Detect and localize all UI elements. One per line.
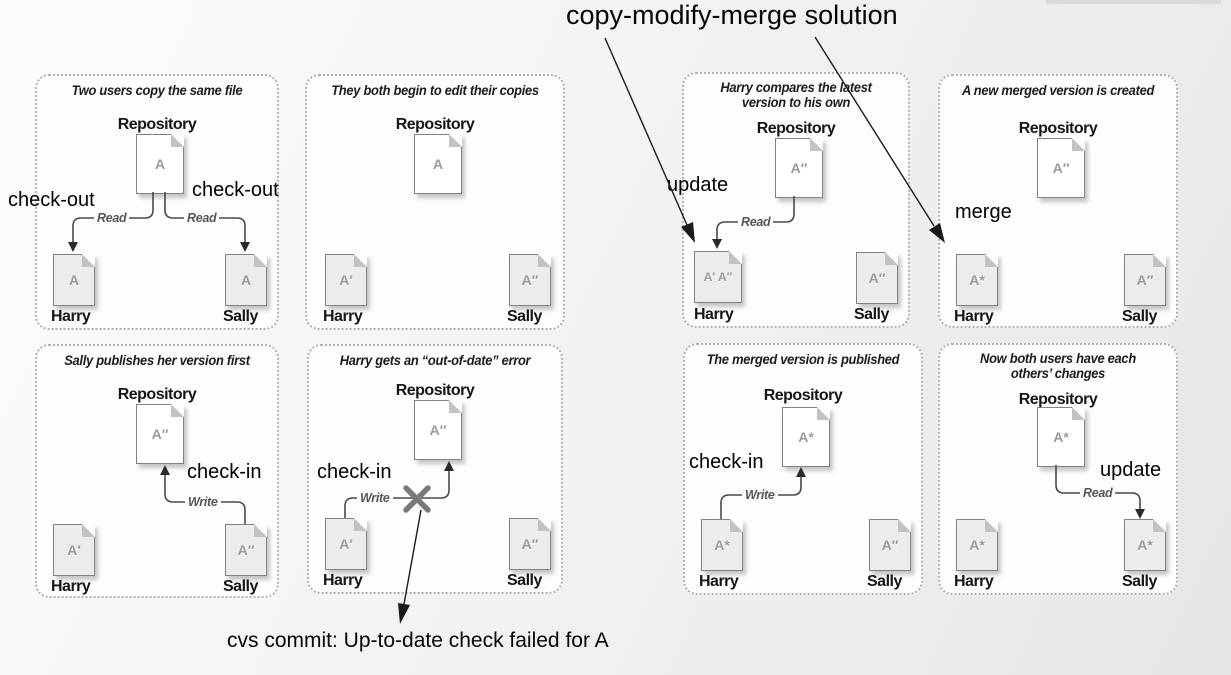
panel-merged-created: A new merged version is created Reposito… bbox=[938, 74, 1178, 328]
read-wire-label: Read bbox=[738, 215, 774, 229]
window-edge-strip bbox=[1046, 0, 1221, 4]
repository-document-icon: A bbox=[414, 134, 462, 194]
harry-label: Harry bbox=[694, 306, 734, 323]
checkout-left-label: check-out bbox=[8, 189, 95, 211]
repository-label: Repository bbox=[763, 387, 843, 404]
repository-label: Repository bbox=[395, 382, 475, 399]
read-wire-label: Read bbox=[1080, 486, 1116, 500]
panel-both-edit: They both begin to edit their copies Rep… bbox=[305, 74, 565, 330]
sally-label: Sally bbox=[223, 578, 258, 595]
repository-document-icon: A bbox=[136, 134, 184, 194]
harry-document-icon: A bbox=[53, 254, 95, 306]
arrowhead-icon bbox=[240, 242, 250, 252]
harry-document-icon: A* bbox=[956, 519, 998, 571]
sally-document-icon: A″ bbox=[1124, 254, 1166, 306]
panel-caption: The merged version is published bbox=[706, 351, 900, 367]
sally-document-icon: A″ bbox=[869, 519, 911, 571]
harry-label: Harry bbox=[51, 578, 91, 595]
checkin-merged-label: check-in bbox=[689, 451, 764, 473]
checkout-right-label: check-out bbox=[192, 179, 279, 201]
harry-document-icon: A′ bbox=[325, 518, 367, 570]
sally-document-icon: A″ bbox=[509, 254, 551, 306]
update-bottom-label: update bbox=[1100, 459, 1162, 481]
repository-document-icon: A″ bbox=[136, 404, 184, 464]
sally-label: Sally bbox=[867, 573, 902, 590]
panel-both-have-changes: Now both users have each others’ changes… bbox=[938, 343, 1178, 595]
error-x-icon bbox=[403, 485, 431, 513]
update-top-label: update bbox=[667, 174, 729, 196]
repository-document-icon: A″ bbox=[414, 400, 462, 460]
repository-label: Repository bbox=[1018, 120, 1098, 137]
write-wire-label: Write bbox=[185, 495, 221, 509]
write-wire-label: Write bbox=[357, 491, 393, 505]
repository-label: Repository bbox=[117, 386, 197, 403]
harry-label: Harry bbox=[51, 308, 91, 325]
panel-caption: Now both users have each others’ changes bbox=[980, 350, 1136, 381]
sally-document-icon: A″ bbox=[225, 524, 267, 576]
repository-document-icon: A″ bbox=[775, 138, 823, 198]
repository-document-icon: A* bbox=[782, 407, 830, 467]
harry-label: Harry bbox=[323, 308, 363, 325]
repository-label: Repository bbox=[395, 116, 475, 133]
repository-label: Repository bbox=[756, 120, 836, 137]
sally-document-icon: A* bbox=[1124, 519, 1166, 571]
arrowhead-icon bbox=[68, 242, 78, 252]
repository-label: Repository bbox=[1018, 391, 1098, 408]
arrowhead-icon bbox=[796, 467, 806, 477]
sally-document-icon: A bbox=[225, 254, 267, 306]
read-wire-label: Read bbox=[184, 211, 220, 225]
merge-label: merge bbox=[955, 201, 1012, 223]
harry-label: Harry bbox=[954, 308, 994, 325]
cvs-error-note: cvs commit: Up-to-date check failed for … bbox=[227, 629, 609, 652]
arrowhead-icon bbox=[1135, 509, 1145, 519]
checkin-sally-label: check-in bbox=[187, 461, 262, 483]
harry-document-icon: A* bbox=[701, 519, 743, 571]
panel-caption: Harry compares the latest version to his… bbox=[720, 79, 872, 110]
panel-harry-compares: Harry compares the latest version to his… bbox=[682, 72, 910, 328]
sally-label: Sally bbox=[1122, 573, 1157, 590]
panel-caption: Sally publishes her version first bbox=[64, 352, 250, 368]
panel-harry-error: Harry gets an “out-of-date” error Reposi… bbox=[307, 344, 563, 594]
panel-merged-published: The merged version is published Reposito… bbox=[683, 343, 923, 595]
repository-document-icon: A* bbox=[1037, 407, 1085, 467]
sally-label: Sally bbox=[1122, 308, 1157, 325]
harry-document-icon: A* bbox=[956, 254, 998, 306]
sally-label: Sally bbox=[223, 308, 258, 325]
checkin-harry-label: check-in bbox=[317, 461, 392, 483]
panel-caption: Two users copy the same file bbox=[71, 82, 243, 98]
arrowhead-icon bbox=[160, 465, 170, 475]
sally-label: Sally bbox=[854, 306, 889, 323]
harry-document-icon: A′ bbox=[53, 524, 95, 576]
panel-caption: They both begin to edit their copies bbox=[331, 82, 539, 98]
panel-caption: Harry gets an “out-of-date” error bbox=[339, 352, 531, 368]
panel-two-users-copy: Two users copy the same file Repository … bbox=[35, 74, 279, 330]
panel-caption: A new merged version is created bbox=[961, 82, 1155, 98]
harry-label: Harry bbox=[323, 572, 363, 589]
arrowhead-icon bbox=[398, 603, 410, 624]
slide-title: copy-modify-merge solution bbox=[566, 0, 898, 30]
harry-document-icon: A′ bbox=[325, 254, 367, 306]
arrowhead-icon bbox=[712, 239, 722, 249]
harry-document-icon: A′ A″ bbox=[694, 251, 742, 303]
sally-document-icon: A″ bbox=[856, 252, 898, 304]
read-wire-label: Read bbox=[94, 211, 130, 225]
repository-label: Repository bbox=[117, 116, 197, 133]
arrowhead-icon bbox=[444, 461, 454, 471]
repository-document-icon: A″ bbox=[1037, 138, 1085, 198]
sally-label: Sally bbox=[507, 308, 542, 325]
panel-sally-publishes: Sally publishes her version first Reposi… bbox=[35, 344, 279, 598]
harry-label: Harry bbox=[954, 573, 994, 590]
write-wire-label: Write bbox=[742, 488, 778, 502]
harry-label: Harry bbox=[699, 573, 739, 590]
sally-label: Sally bbox=[507, 572, 542, 589]
sally-document-icon: A″ bbox=[509, 518, 551, 570]
